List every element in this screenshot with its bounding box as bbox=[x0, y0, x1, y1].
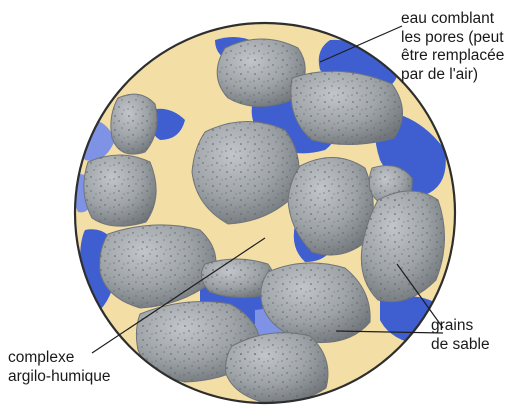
sand-grain-texture bbox=[226, 333, 328, 403]
sand-grain-texture bbox=[84, 155, 156, 226]
label-line: de sable bbox=[431, 336, 490, 355]
label-sand-grains: grains de sable bbox=[431, 317, 490, 354]
label-line: complexe bbox=[8, 349, 111, 368]
sand-grain-texture bbox=[291, 71, 403, 144]
label-line: argilo-humique bbox=[8, 368, 111, 387]
label-water-filling-pores: eau comblant les pores (peut être rempla… bbox=[401, 10, 504, 84]
label-line: par de l'air) bbox=[401, 66, 504, 85]
label-clay-humus-complex: complexe argilo-humique bbox=[8, 349, 111, 386]
label-line: eau comblant bbox=[401, 10, 504, 29]
label-line: être remplacée bbox=[401, 47, 504, 66]
label-line: les pores (peut bbox=[401, 29, 504, 48]
label-line: grains bbox=[431, 317, 490, 336]
